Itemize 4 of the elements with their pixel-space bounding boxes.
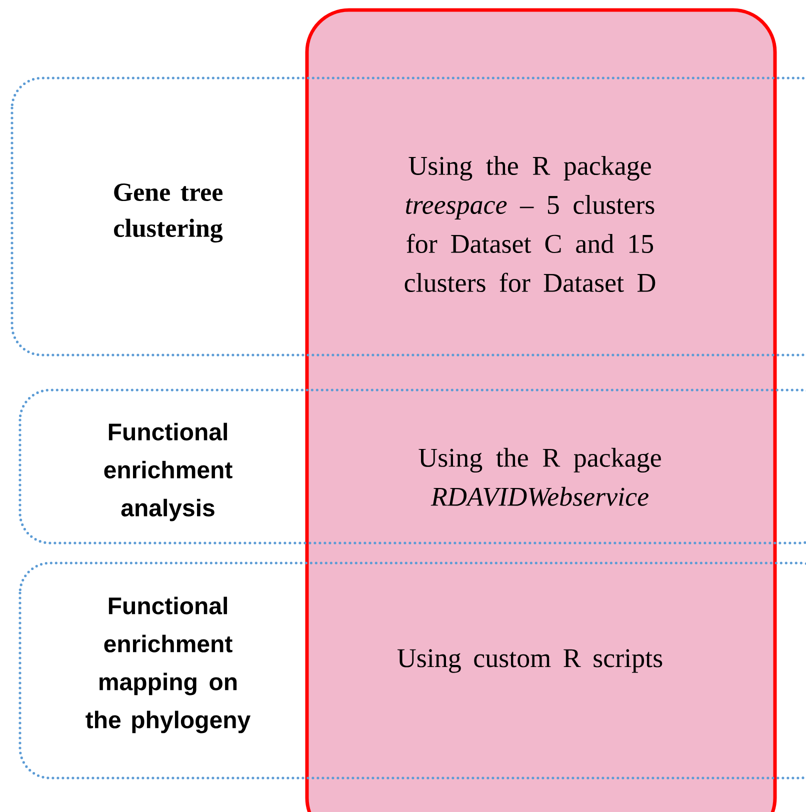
process-row: Functional enrichment mapping on the phylogeny Using custom R scripts (18, 562, 806, 780)
highlight-band (305, 8, 777, 812)
process-row: Functional enrichment analysis Using the R package RDAVIDWebservice (18, 388, 806, 544)
process-row: Gene tree clustering Using the R package treespace – 5 clusters for Dataset C and 15 clusters for Dataset D (10, 76, 806, 356)
